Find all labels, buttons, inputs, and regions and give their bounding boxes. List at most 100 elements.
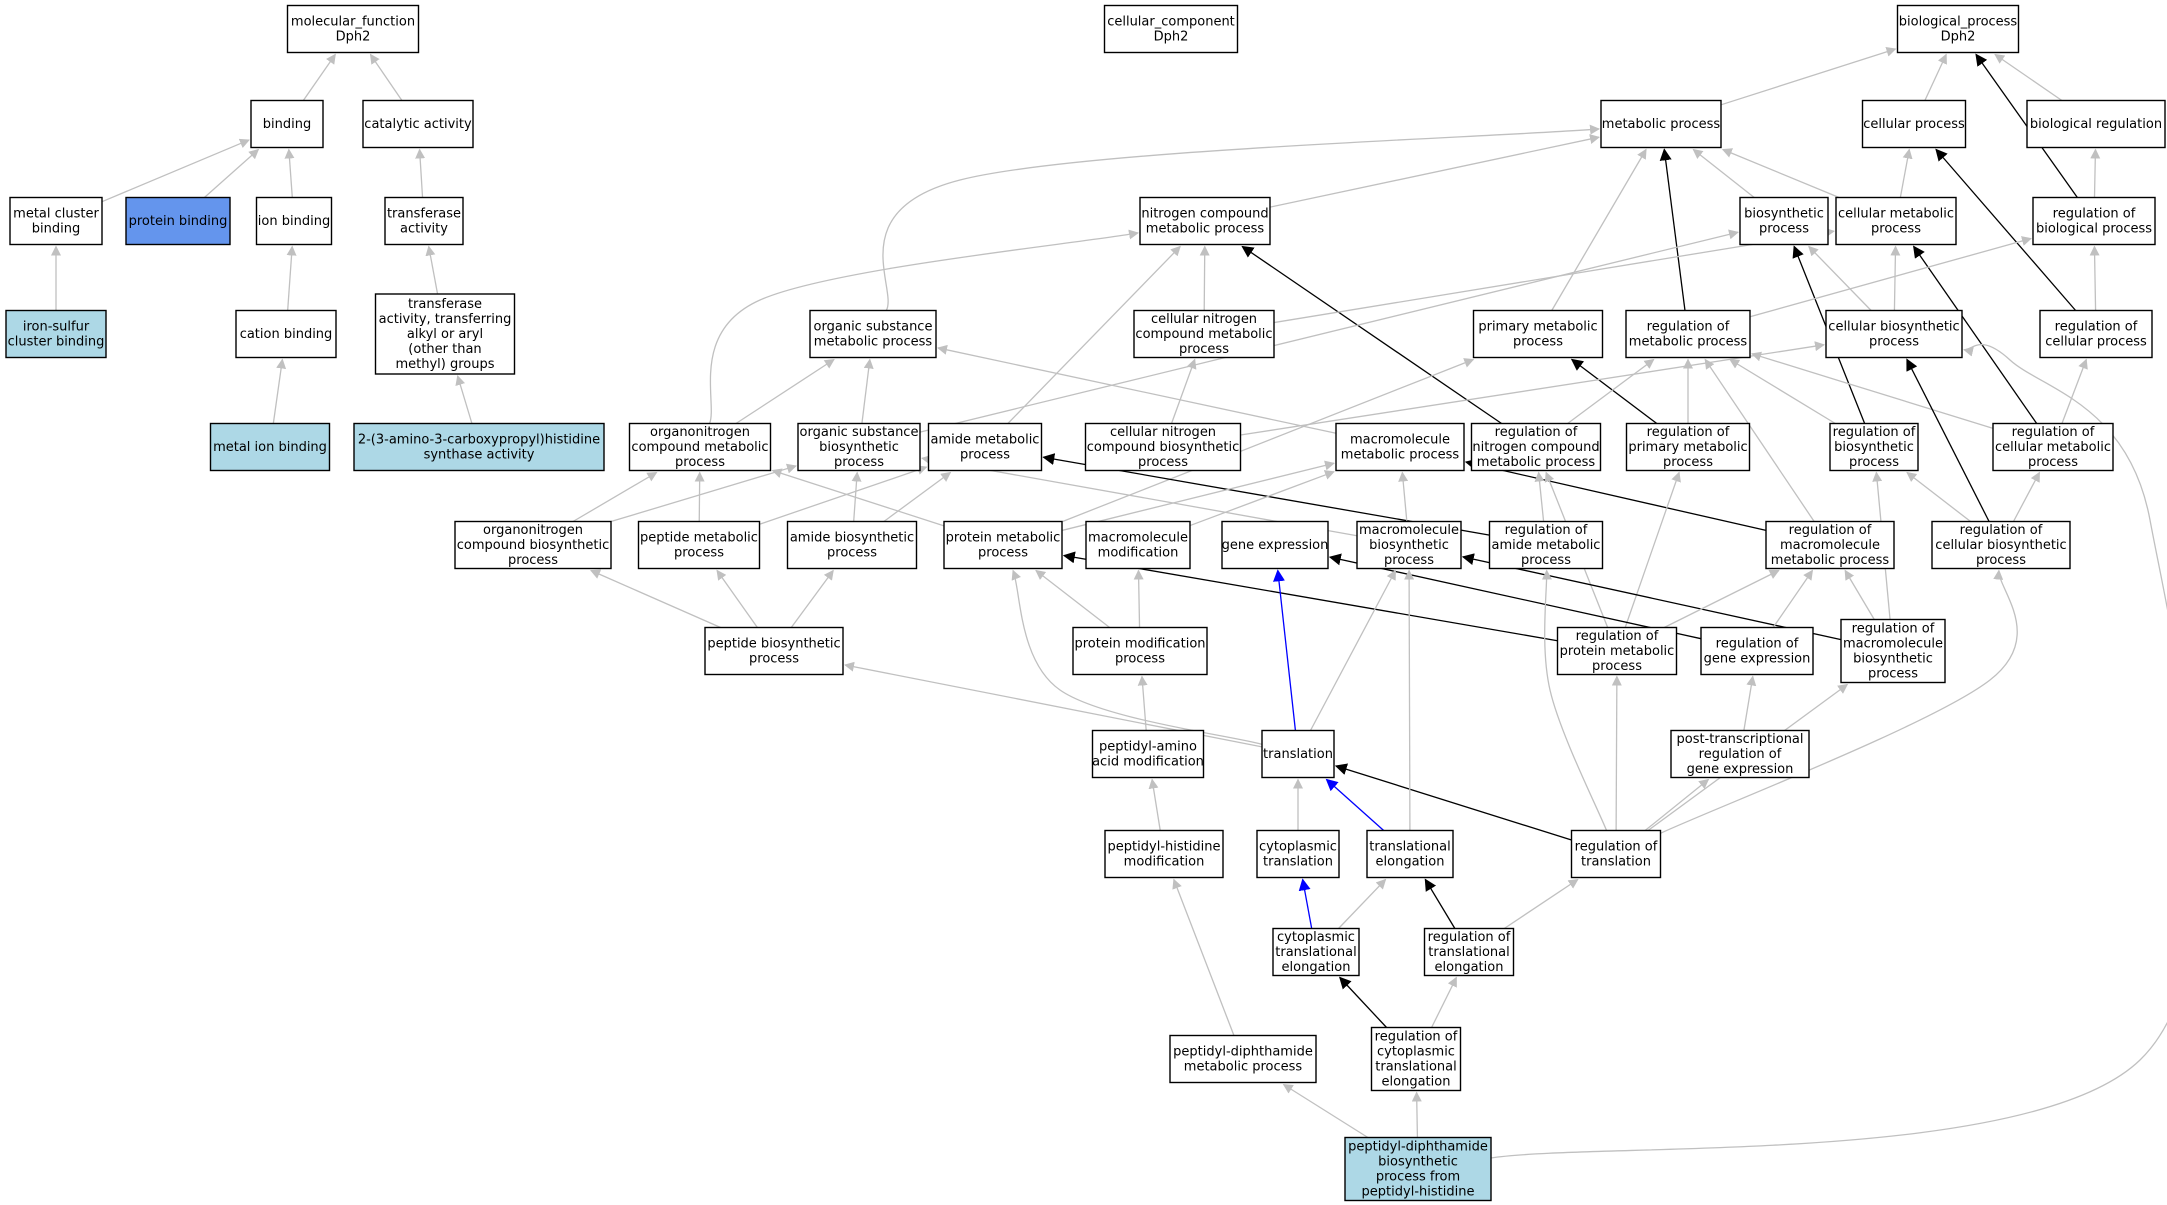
node-box[interactable] <box>454 520 612 570</box>
node-box[interactable] <box>5 309 107 359</box>
node-box[interactable] <box>1739 196 1829 246</box>
node-box[interactable] <box>1896 4 2020 54</box>
node-box[interactable] <box>809 309 937 359</box>
node-box[interactable] <box>1472 309 1604 359</box>
node-box[interactable] <box>1370 1026 1462 1092</box>
node-box[interactable] <box>250 99 324 149</box>
node-box[interactable] <box>797 422 921 472</box>
node-metabolic[interactable]: metabolic process <box>1600 99 1722 149</box>
node-protein-binding[interactable]: protein binding <box>125 196 231 246</box>
node-box[interactable] <box>1825 309 1963 359</box>
node-box[interactable] <box>255 196 333 246</box>
node-binding[interactable]: binding <box>250 99 324 149</box>
node-box[interactable] <box>125 196 231 246</box>
node-box[interactable] <box>1423 927 1515 977</box>
node-box[interactable] <box>704 626 844 676</box>
node-cellular-process[interactable]: cellular process <box>1861 99 1967 149</box>
node-reg-macromol-biosyn[interactable]: regulation ofmacromoleculebiosyntheticpr… <box>1840 618 1946 684</box>
node-box[interactable] <box>1625 309 1751 359</box>
node-box[interactable] <box>786 520 918 570</box>
node-peptidyl-diph-biosyn[interactable]: peptidyl-diphthamidebiosyntheticprocess … <box>1344 1136 1492 1202</box>
node-box[interactable] <box>1829 422 1919 472</box>
node-box[interactable] <box>2039 309 2153 359</box>
node-reg-cyto-trans-elong[interactable]: regulation ofcytoplasmictranslationalelo… <box>1370 1026 1462 1092</box>
node-metal-ion[interactable]: metal ion binding <box>209 422 331 472</box>
node-cation-binding[interactable]: cation binding <box>235 309 337 359</box>
node-gene-expr[interactable]: gene expression <box>1221 520 1329 570</box>
node-box[interactable] <box>1556 626 1678 676</box>
node-box[interactable] <box>1625 422 1751 472</box>
node-box[interactable] <box>1091 729 1205 779</box>
node-translation[interactable]: translation <box>1261 729 1335 779</box>
node-box[interactable] <box>1344 1136 1492 1202</box>
node-box[interactable] <box>362 99 474 149</box>
node-box[interactable] <box>1366 829 1454 879</box>
node-box[interactable] <box>1470 422 1602 472</box>
node-box[interactable] <box>1840 618 1946 684</box>
node-box[interactable] <box>1169 1034 1317 1084</box>
node-box[interactable] <box>637 520 761 570</box>
node-box[interactable] <box>1256 829 1340 879</box>
node-box[interactable] <box>353 422 605 472</box>
node-box[interactable] <box>1335 422 1465 472</box>
node-box[interactable] <box>2026 99 2166 149</box>
node-box[interactable] <box>1670 729 1810 779</box>
node-box[interactable] <box>1072 626 1208 676</box>
node-box[interactable] <box>1356 520 1462 570</box>
node-box[interactable] <box>1765 520 1895 570</box>
node-box[interactable] <box>1835 196 1957 246</box>
node-box[interactable] <box>1084 422 1242 472</box>
node-box[interactable] <box>1600 99 1722 149</box>
node-ion-binding[interactable]: ion binding <box>255 196 333 246</box>
node-box[interactable] <box>1992 422 2114 472</box>
node-box[interactable] <box>943 520 1063 570</box>
node-box[interactable] <box>1085 520 1191 570</box>
node-box[interactable] <box>209 422 331 472</box>
node-box[interactable] <box>1931 520 2071 570</box>
node-acp-synthase[interactable]: 2-(3-amino-3-carboxypropyl)histidinesynt… <box>353 422 605 472</box>
node-box[interactable] <box>927 422 1043 472</box>
node-box[interactable] <box>628 422 772 472</box>
node-box[interactable] <box>1133 309 1275 359</box>
